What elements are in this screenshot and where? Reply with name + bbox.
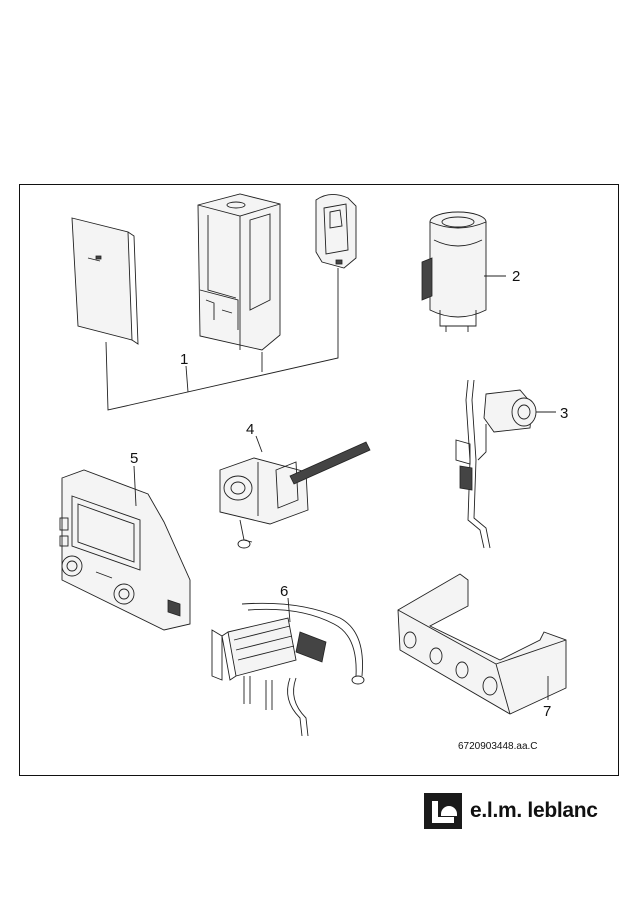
callout-1: 1 [180,351,188,368]
plate-heat-exchanger [211,597,365,737]
brand-logo-icon [424,793,462,829]
heat-exchanger [421,211,506,332]
callout-5: 5 [130,450,138,467]
fan-burner-assembly [455,379,556,549]
diagram-frame [19,184,619,776]
callout-1-leaders [105,268,339,411]
brand-name: e.l.m. leblanc [470,799,598,822]
access-cover [315,194,357,269]
brand-block: e.l.m. leblanc [424,793,598,829]
mounting-rail [397,573,567,715]
control-unit [59,465,191,631]
callout-6: 6 [280,583,288,600]
callout-2: 2 [512,268,520,285]
hydraulic-block [219,435,371,549]
front-casing-panel [71,217,139,345]
callout-3: 3 [560,405,568,422]
boiler-chassis [197,193,281,351]
reference-code: 6720903448.aa.C [458,741,538,752]
callout-4: 4 [246,421,254,438]
callout-7: 7 [543,703,551,720]
